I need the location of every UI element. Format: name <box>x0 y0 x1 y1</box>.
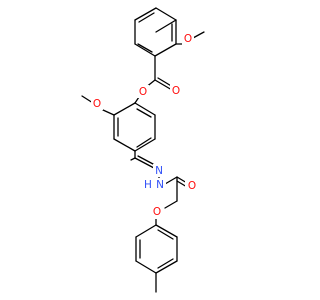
middle-aromatic-ring <box>113 102 156 152</box>
atom-h-amide: H <box>144 179 152 191</box>
atom-o-methoxy-top: O <box>184 33 192 45</box>
ester-linkage <box>144 55 174 91</box>
bottom-aromatic-ring <box>135 224 178 274</box>
ether-linkage <box>155 200 178 226</box>
atom-o-amide-carbonyl: O <box>188 180 196 192</box>
atom-o-methoxy-middle: O <box>93 98 101 110</box>
atom-n-amide: N <box>156 179 164 191</box>
atom-n-imine: N <box>155 165 163 177</box>
top-aromatic-ring <box>134 7 177 57</box>
atom-o-ester-carbonyl: O <box>172 85 180 97</box>
atom-labels: O O O O N N H O O <box>91 32 197 219</box>
amide-group <box>164 176 188 202</box>
top-methoxy-group <box>175 31 205 45</box>
chemical-structure-diagram: O O O O N N H O O <box>81 7 205 293</box>
atom-o-ester-bridge: O <box>139 86 147 98</box>
atom-o-ether: O <box>153 206 161 218</box>
